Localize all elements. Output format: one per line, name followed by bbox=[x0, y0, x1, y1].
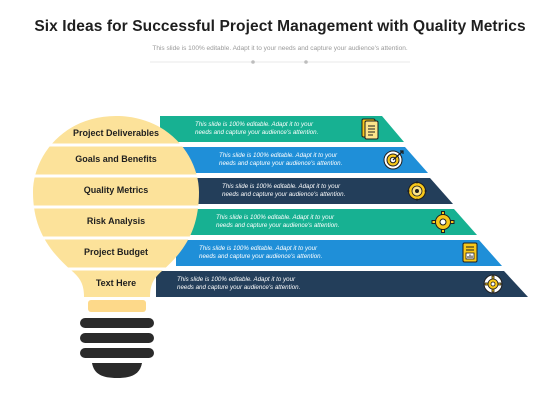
ribbon-description-line: needs and capture your audience's attent… bbox=[195, 129, 319, 136]
ribbon-description-line: needs and capture your audience's attent… bbox=[177, 284, 301, 291]
document-icon bbox=[361, 118, 379, 140]
title-divider bbox=[150, 60, 410, 64]
ribbon-description-line: needs and capture your audience's attent… bbox=[219, 160, 343, 167]
quality-badge-icon bbox=[407, 181, 427, 201]
bulb bbox=[30, 116, 205, 378]
ribbon-2 bbox=[176, 147, 428, 173]
bulb-base-tip bbox=[92, 363, 142, 378]
ribbon-description-line: needs and capture your audience's attent… bbox=[199, 253, 323, 260]
ribbon-description-line: This slide is 100% editable. Adapt it to… bbox=[177, 276, 296, 283]
ribbons bbox=[156, 116, 528, 297]
ribbon-description-line: This slide is 100% editable. Adapt it to… bbox=[219, 152, 338, 159]
band-label-project-budget: Project Budget bbox=[83, 247, 148, 257]
ribbon-6 bbox=[156, 271, 528, 297]
page-subtitle: This slide is 100% editable. Adapt it to… bbox=[152, 45, 408, 52]
band-label-quality-metrics: Quality Metrics bbox=[83, 185, 149, 195]
ribbon-description-2: This slide is 100% editable. Adapt it to… bbox=[219, 152, 389, 168]
ribbon-description-1: This slide is 100% editable. Adapt it to… bbox=[195, 121, 365, 137]
page-title: Six Ideas for Successful Project Managem… bbox=[34, 18, 526, 35]
bulb-band-lines bbox=[30, 143, 205, 271]
ribbon-description-4: This slide is 100% editable. Adapt it to… bbox=[216, 214, 386, 230]
ribbon-description-5: This slide is 100% editable. Adapt it to… bbox=[199, 245, 369, 261]
budget-report-icon bbox=[462, 242, 478, 263]
ribbon-description-line: This slide is 100% editable. Adapt it to… bbox=[195, 121, 314, 128]
settings-badge-icon bbox=[483, 274, 503, 294]
ribbon-4 bbox=[186, 209, 477, 235]
bulb-base-ring-2 bbox=[80, 333, 154, 343]
target-icon bbox=[383, 150, 404, 170]
ribbon-description-line: This slide is 100% editable. Adapt it to… bbox=[222, 183, 341, 190]
bulb-base-ring-1 bbox=[80, 318, 154, 328]
gear-icon bbox=[431, 211, 455, 233]
band-label-risk-analysis: Risk Analysis bbox=[86, 216, 146, 226]
ribbon-description-line: needs and capture your audience's attent… bbox=[222, 191, 346, 198]
ribbon-description-line: needs and capture your audience's attent… bbox=[216, 222, 340, 229]
ribbon-description-6: This slide is 100% editable. Adapt it to… bbox=[177, 276, 347, 292]
ribbon-description-3: This slide is 100% editable. Adapt it to… bbox=[222, 183, 392, 199]
band-label-project-deliverables: Project Deliverables bbox=[72, 128, 160, 138]
band-label-text-here: Text Here bbox=[95, 278, 137, 288]
ribbon-1 bbox=[160, 116, 404, 142]
ribbon-description-line: This slide is 100% editable. Adapt it to… bbox=[199, 245, 318, 252]
band-label-goals-and-benefits: Goals and Benefits bbox=[75, 154, 157, 164]
bulb-base-ring-3 bbox=[80, 348, 154, 358]
ribbon-3 bbox=[186, 178, 453, 204]
ribbon-5 bbox=[176, 240, 502, 266]
bulb-neck bbox=[88, 300, 146, 312]
ribbon-description-line: This slide is 100% editable. Adapt it to… bbox=[216, 214, 335, 221]
